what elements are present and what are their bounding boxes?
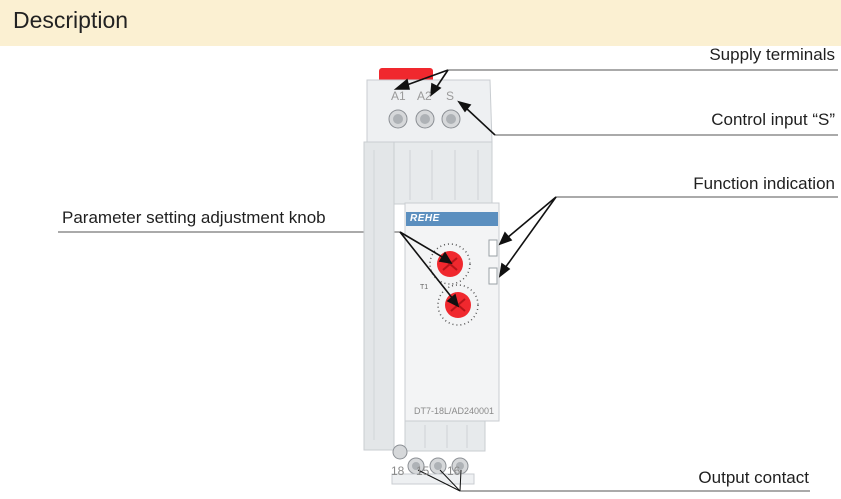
terminal-label-s: S — [446, 89, 455, 103]
function-indication-label: Function indication — [693, 174, 835, 193]
page-title: Description — [13, 7, 129, 33]
terminal-label-15: 15 — [416, 464, 430, 478]
output-contact-label: Output contact — [698, 468, 809, 487]
terminal-label-16: 16 — [447, 464, 461, 478]
terminal-label-18: 18 — [391, 464, 405, 478]
dial-label-t1: T1 — [420, 284, 429, 291]
terminal-label-a2: A2 — [417, 89, 432, 103]
model-number: DT7-18L/AD240001 — [414, 406, 495, 416]
callout-arrows — [393, 69, 557, 492]
supply-terminals-label: Supply terminals — [709, 45, 835, 64]
relay-body — [363, 68, 500, 485]
control-input-label: Control input “S” — [711, 110, 835, 129]
terminal-label-a1: A1 — [391, 89, 406, 103]
brand-logo: REHE — [410, 213, 440, 224]
header-bar — [0, 0, 841, 46]
parameter-knob-label: Parameter setting adjustment knob — [62, 208, 326, 227]
